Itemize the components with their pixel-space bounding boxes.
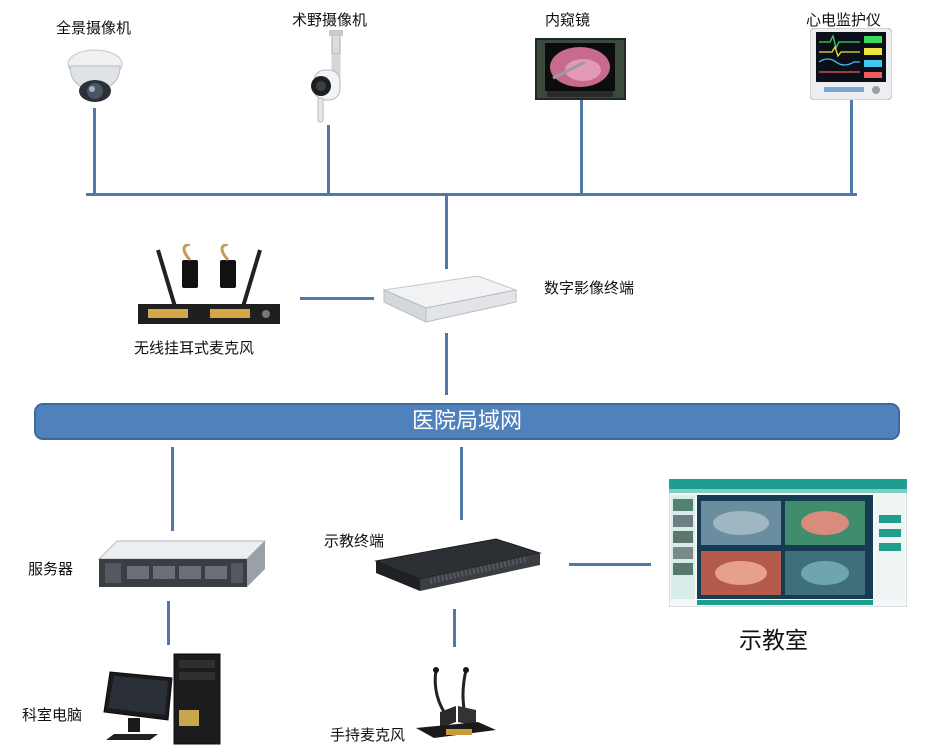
endoscope-icon (535, 38, 626, 100)
teaching-terminal-to-handheld-mic-link (453, 609, 456, 647)
department-pc-label: 科室电脑 (22, 706, 83, 724)
endoscope-label: 内窥镜 (545, 11, 591, 29)
surgical-camera-link (327, 125, 330, 196)
lan-to-server-link (171, 447, 174, 531)
lan-to-teaching-terminal-link (460, 447, 463, 520)
mic-to-terminal-link (300, 297, 374, 300)
terminal-to-lan-link (445, 333, 448, 395)
hospital-lan-bar: 医院局域网 (34, 403, 900, 440)
bus-to-terminal-link (445, 196, 448, 269)
surgical-camera-label: 术野摄像机 (292, 11, 368, 29)
handheld-mic-label: 手持麦克风 (330, 726, 406, 744)
server-label: 服务器 (28, 560, 74, 578)
teaching-terminal-to-classroom-link (569, 563, 651, 566)
classroom-label: 示教室 (739, 628, 808, 654)
teaching-terminal-label: 示教终端 (324, 532, 385, 550)
digital-image-terminal-icon (380, 266, 518, 326)
handheld-mic-icon (416, 666, 496, 742)
surgical-camera-icon (304, 30, 352, 125)
top-bus-line (86, 193, 857, 196)
panoramic-camera-link (93, 108, 96, 196)
ecg-monitor-label: 心电监护仪 (806, 11, 882, 29)
digital-image-terminal-label: 数字影像终端 (544, 279, 635, 297)
wireless-ear-mic-label: 无线挂耳式麦克风 (134, 339, 255, 357)
server-icon (97, 533, 267, 595)
classroom-screen (668, 478, 908, 608)
panoramic-camera-label: 全景摄像机 (56, 19, 132, 37)
ecg-monitor-icon (809, 27, 893, 101)
wireless-ear-mic-icon (138, 242, 280, 326)
teaching-terminal-icon (368, 535, 548, 609)
ecg-monitor-link (850, 100, 853, 196)
server-to-pc-link (167, 601, 170, 645)
endoscope-link (580, 100, 583, 196)
panoramic-camera-icon (66, 44, 124, 108)
hospital-lan-label: 医院局域网 (411, 409, 522, 434)
department-pc-icon (98, 650, 224, 746)
